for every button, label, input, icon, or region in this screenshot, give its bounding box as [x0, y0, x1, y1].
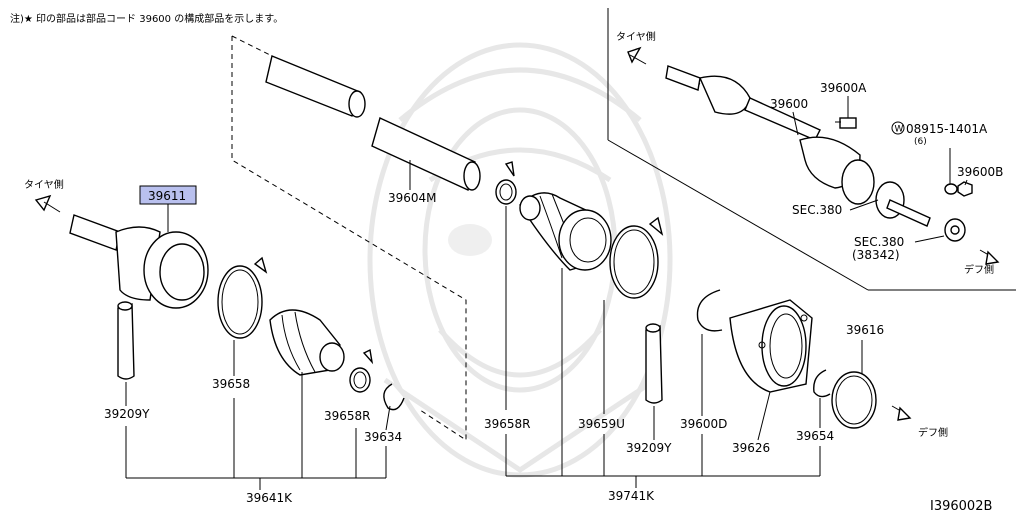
label-39659U[interactable]: 39659U — [578, 417, 625, 431]
label-39634[interactable]: 39634 — [364, 430, 402, 444]
boot-band-39659U[interactable] — [609, 216, 664, 299]
small-band-39658R-mid[interactable] — [495, 161, 517, 205]
overview-inset: タイヤ側 39600A 39600 W 0891 — [607, 8, 1016, 291]
tire-side-label: タイヤ側 — [24, 178, 64, 191]
label-39600[interactable]: 39600 — [770, 97, 808, 111]
snap-ring-39600D[interactable] — [696, 289, 723, 332]
label-sec380-a[interactable]: SEC.380 — [792, 203, 842, 217]
diff-side-arrow-icon-main — [891, 405, 912, 421]
kit-bracket-39741K — [505, 434, 821, 488]
label-sec380-b-sub: (38342) — [852, 248, 900, 262]
ring-39616[interactable] — [831, 371, 877, 429]
label-39616[interactable]: 39616 — [846, 323, 884, 337]
label-39741K[interactable]: 39741K — [608, 489, 655, 503]
label-39600B[interactable]: 39600B — [957, 165, 1003, 179]
label-08915-1401A[interactable]: 08915-1401A — [906, 122, 988, 136]
boot-left[interactable] — [269, 309, 345, 376]
small-band-39658R-left[interactable] — [349, 348, 374, 393]
diagram-code: J396002B — [929, 499, 992, 510]
label-39604M[interactable]: 39604M — [388, 191, 437, 205]
driveshaft-assembly-drawing[interactable] — [665, 65, 973, 242]
label-39658[interactable]: 39658 — [212, 377, 250, 391]
kit-bracket-39641K — [125, 372, 387, 490]
label-sec380-b[interactable]: SEC.380 — [854, 235, 904, 249]
label-39626[interactable]: 39626 — [732, 441, 770, 455]
grease-tube-mid[interactable] — [645, 323, 663, 404]
label-39641K[interactable]: 39641K — [246, 491, 293, 505]
washer-prefix-icon: W — [891, 121, 905, 135]
label-39600D[interactable]: 39600D — [680, 417, 727, 431]
svg-text:W: W — [895, 125, 904, 135]
label-39658R-left[interactable]: 39658R — [324, 409, 371, 423]
shaft-39604M[interactable] — [265, 55, 481, 191]
exploded-view-outline — [231, 36, 467, 441]
label-39209Y-mid[interactable]: 39209Y — [626, 441, 672, 455]
inset-diff-side-label: デフ側 — [964, 263, 994, 276]
tire-side-arrow-icon-main — [34, 194, 61, 213]
outer-cv-joint[interactable] — [69, 214, 209, 309]
diff-side-arrow-icon-inset — [979, 249, 1000, 265]
tire-side-arrow-icon — [627, 46, 647, 65]
boot-band-39658[interactable] — [217, 256, 268, 339]
label-39654[interactable]: 39654 — [796, 429, 834, 443]
watermark-emblem — [367, 42, 673, 478]
housing-39626[interactable] — [729, 299, 813, 393]
label-08915-qty: (6) — [914, 137, 927, 147]
component-note: 注)★ 印の部品は部品コード 39600 の構成部品を示します。 — [10, 12, 283, 25]
diff-side-label: デフ側 — [918, 426, 948, 439]
label-39658R-mid[interactable]: 39658R — [484, 417, 531, 431]
snap-ring-39634[interactable] — [383, 383, 405, 411]
inset-tire-side-label: タイヤ側 — [616, 30, 656, 43]
grease-tube-left[interactable] — [117, 301, 135, 380]
label-39600A[interactable]: 39600A — [820, 81, 867, 95]
label-39611[interactable]: 39611 — [148, 189, 186, 203]
boot-mid[interactable] — [519, 192, 612, 271]
snap-ring-39654[interactable] — [813, 369, 831, 398]
label-39209Y-left[interactable]: 39209Y — [104, 407, 150, 421]
